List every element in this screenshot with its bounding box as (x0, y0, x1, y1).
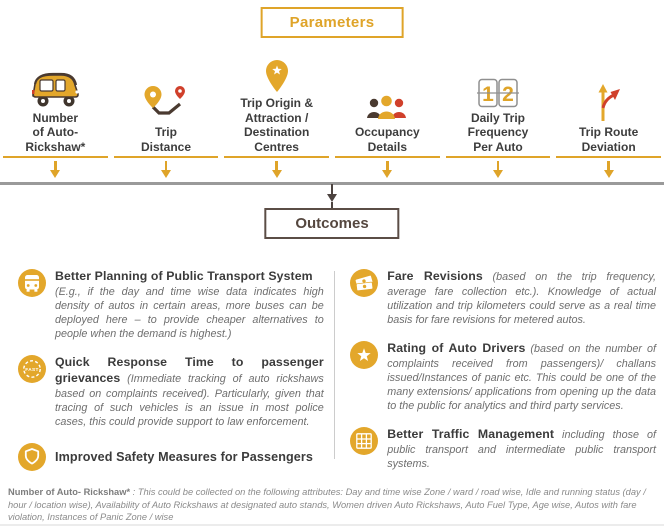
auto-rickshaw-icon (32, 72, 80, 107)
connector-segment (334, 156, 440, 183)
outcome-heading: Quick Response Time to passenger grievan… (55, 355, 324, 386)
passengers-icon (367, 95, 407, 120)
outcome-heading: Rating of Auto Drivers (387, 341, 526, 356)
map-pin-star-icon (265, 60, 288, 93)
route-fork-icon (598, 84, 620, 122)
outcomes-left-column: Better Planning of Public Transport Syst… (0, 263, 334, 472)
parameters-title-box: Parameters (260, 7, 404, 38)
parameters-row: Number of Auto- Rickshaw* Trip Distance … (0, 40, 664, 154)
parameter-label: Number of Auto- Rickshaw* (25, 110, 86, 154)
outcome-body: (Immediate tracking of auto rickshaws ba… (55, 373, 324, 429)
outcome-body: (based on the number of complaints recei… (387, 343, 656, 413)
outcome-rating-drivers: Rating of Auto Drivers (based on the num… (350, 341, 656, 413)
fast-label: FAST (25, 367, 38, 373)
outcome-traffic-management: Better Traffic Management including thos… (350, 427, 656, 471)
footnote-text: This could be collected on the following… (8, 487, 646, 523)
outcomes-title-box: Outcomes (264, 208, 400, 239)
parameter-occupancy: Occupancy Details (332, 94, 443, 154)
outcome-fare-revisions: Fare Revisions (based on the trip freque… (350, 269, 656, 327)
outcomes-right-column: Fare Revisions (based on the trip freque… (335, 263, 664, 470)
outcome-text: Improved Safety Measures for Passengers (55, 449, 313, 465)
connector-segment (113, 156, 219, 183)
parameter-label: Occupancy Details (354, 125, 420, 154)
down-arrow-icon (50, 161, 61, 183)
star-icon (350, 341, 379, 370)
parameter-label: Daily Trip Frequency Per Auto (467, 110, 529, 154)
outcome-text: Fare Revisions (based on the trip freque… (387, 269, 656, 327)
down-arrow-icon (603, 161, 614, 183)
cash-icon (350, 269, 379, 297)
outcome-better-planning: Better Planning of Public Transport Syst… (18, 269, 324, 341)
outcomes-arrow-icon (327, 184, 337, 209)
outcome-text: Better Traffic Management including thos… (387, 427, 656, 471)
outcome-text: Better Planning of Public Transport Syst… (55, 269, 324, 341)
outcome-heading: Better Traffic Management (387, 427, 555, 442)
flip-counter-icon: 1 2 (476, 78, 519, 108)
counter-digit-2: 2 (502, 83, 514, 106)
parameter-trip-distance: Trip Distance (111, 84, 222, 154)
parameter-label: Trip Route Deviation (578, 125, 639, 154)
fast-stamp-icon: FAST (18, 355, 46, 384)
outcome-body: including those of public transport and … (387, 429, 656, 471)
city-map-icon (350, 427, 379, 456)
parameter-label: Trip Distance (140, 125, 191, 154)
parameter-route-deviation: Trip Route Deviation (553, 84, 664, 154)
parameter-daily-trip-frequency: 1 2 Daily Trip Frequency Per Auto (443, 78, 554, 154)
shield-icon (18, 443, 46, 472)
outcome-heading: Better Planning of Public Transport Syst… (55, 269, 313, 283)
outcomes-section: Better Planning of Public Transport Syst… (0, 263, 664, 472)
outcome-text: Quick Response Time to passenger grievan… (55, 355, 324, 429)
connector-segment (445, 156, 551, 183)
down-arrow-icon (160, 161, 171, 183)
down-arrow-icon (382, 161, 393, 183)
outcome-improved-safety: Improved Safety Measures for Passengers (18, 443, 324, 472)
footnote: Number of Auto- Rickshaw* : This could b… (8, 486, 658, 524)
down-arrow-icon (492, 161, 503, 183)
parameter-label: Trip Origin & Attraction / Destination C… (240, 96, 313, 154)
outcome-quick-response: FAST Quick Response Time to passenger gr… (18, 355, 324, 429)
outcome-body: (E.g., if the day and time wise data ind… (55, 285, 324, 341)
outcomes-divider (333, 271, 336, 459)
collector-line (0, 182, 664, 185)
parameters-title: Parameters (289, 14, 375, 31)
down-arrow-icon (271, 161, 282, 183)
bus-icon (18, 269, 46, 297)
connector-segment (224, 156, 329, 183)
footnote-label: Number of Auto- Rickshaw* (8, 487, 131, 497)
counter-digit-1: 1 (482, 83, 494, 106)
parameter-trip-origin: Trip Origin & Attraction / Destination C… (221, 59, 332, 154)
outcome-text: Rating of Auto Drivers (based on the num… (387, 341, 656, 413)
outcome-heading: Improved Safety Measures for Passengers (55, 449, 313, 464)
connector-segment (3, 156, 108, 183)
trip-distance-icon (144, 86, 185, 115)
footnote-separator: : (130, 487, 138, 497)
outcome-body: (based on the trip frequency, average fa… (387, 271, 656, 327)
parameter-number-of-auto-rickshaw: Number of Auto- Rickshaw* (0, 70, 111, 154)
parameters-connector-row (0, 156, 664, 183)
connector-segment (556, 156, 661, 183)
outcomes-title: Outcomes (295, 215, 369, 232)
outcome-heading: Fare Revisions (387, 269, 483, 283)
